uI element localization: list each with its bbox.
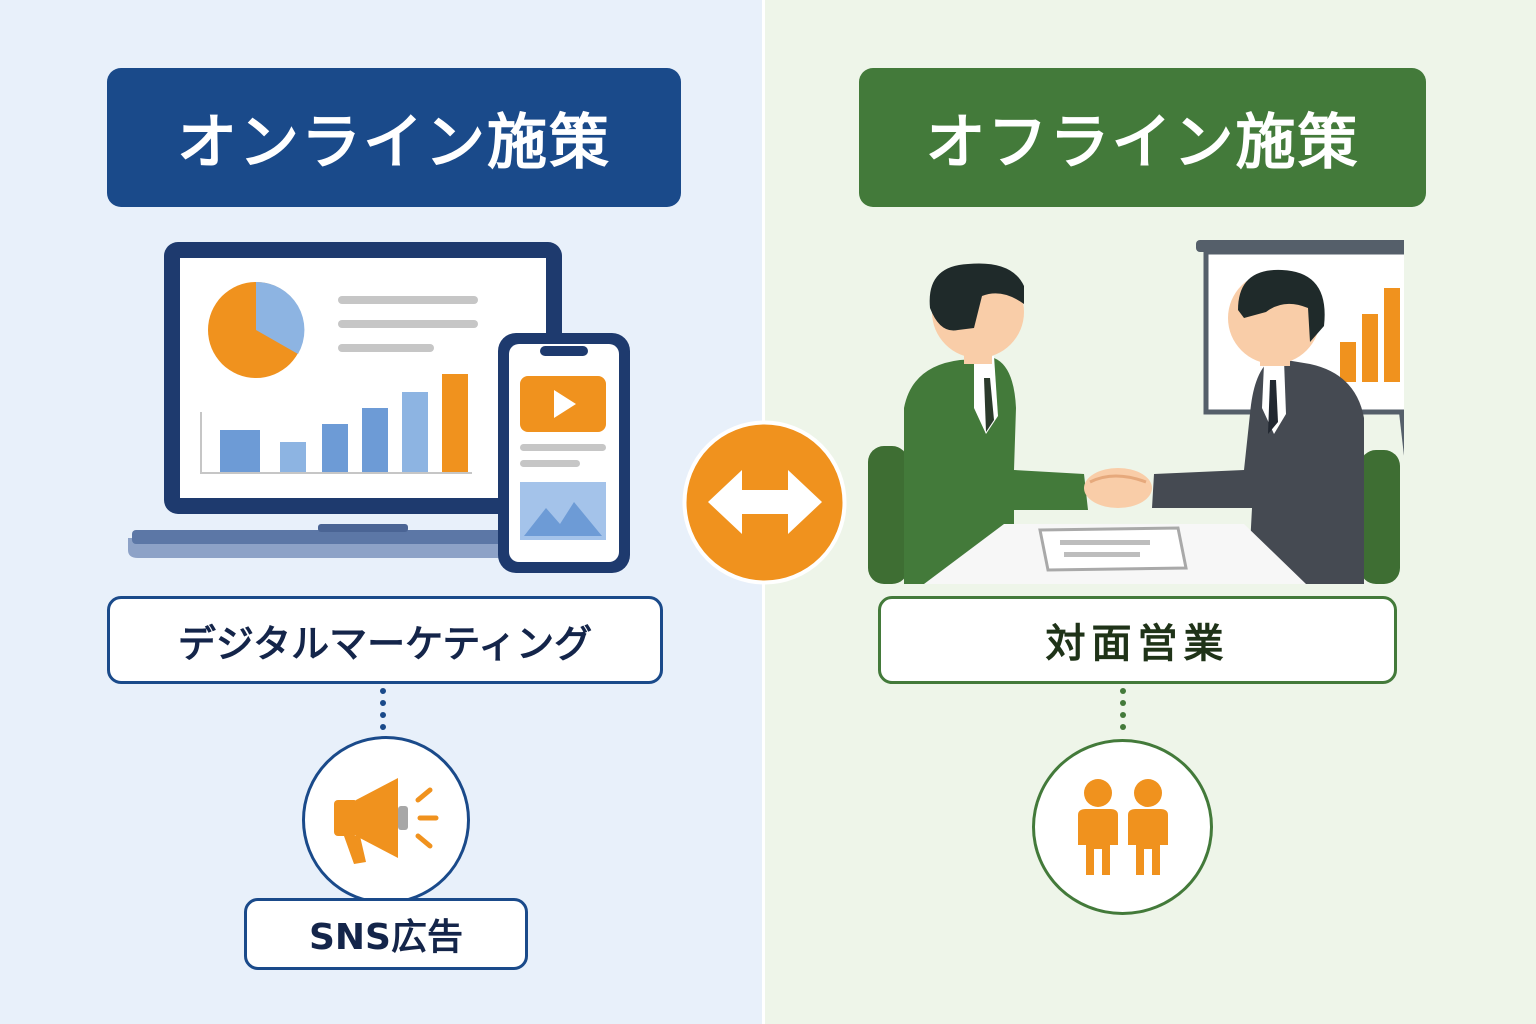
business-handshake-icon <box>868 240 1404 584</box>
sns-ads-label: SNS広告 <box>244 898 528 970</box>
offline-title: オフライン施策 <box>859 68 1426 207</box>
digital-marketing-label: デジタルマーケティング <box>107 596 663 684</box>
online-title: オンライン施策 <box>107 68 681 207</box>
offline-connector <box>1120 688 1126 736</box>
online-connector <box>380 688 386 736</box>
megaphone-icon <box>334 778 439 864</box>
two-people-icon <box>1077 779 1168 875</box>
sns-circle <box>302 736 470 904</box>
laptop-smartphone-analytics-icon <box>128 242 630 573</box>
bidirectional-arrow-icon <box>682 420 847 585</box>
face-to-face-sales-label: 対面営業 <box>878 596 1397 684</box>
people-circle <box>1032 739 1213 915</box>
